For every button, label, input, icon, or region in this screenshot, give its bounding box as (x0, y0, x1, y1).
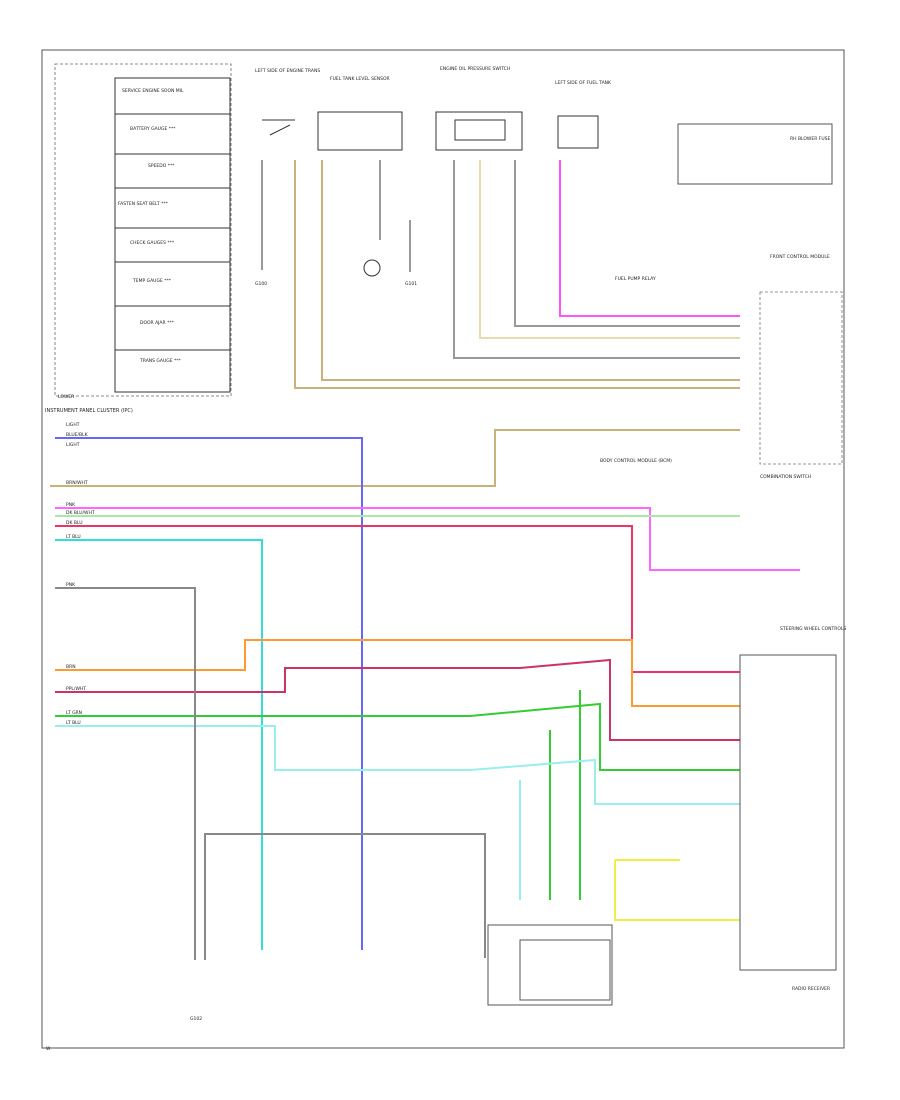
indicator-box (114, 113, 231, 155)
indicator-box (114, 187, 231, 229)
pin-label: PPL/WHT (66, 686, 86, 692)
pin-label: PNK (66, 582, 76, 588)
steering-controls-label: STEERING WHEEL CONTROLS (780, 626, 846, 632)
sensor-symbol (363, 259, 381, 277)
ground-label: G100 (255, 281, 267, 287)
pin-label: LT BLU (66, 534, 81, 540)
component-label: FUEL TANK LEVEL SENSOR (330, 76, 390, 82)
cluster-title: INSTRUMENT PANEL CLUSTER (IPC) (45, 408, 133, 414)
indicator-box (114, 227, 231, 263)
pin-label: BRN (66, 664, 76, 670)
module-label: FRONT CONTROL MODULE (770, 254, 830, 260)
radio-receiver-box (739, 654, 837, 971)
ground-label: G102 (190, 1016, 202, 1022)
bcm-label: BODY CONTROL MODULE (BCM) (600, 458, 672, 464)
component-label: ENGINE OIL PRESSURE SWITCH (440, 66, 510, 72)
ground-label: G101 (405, 281, 417, 287)
wire-crimson (55, 658, 740, 741)
pin-label: DK BLU/WHT (66, 510, 95, 516)
cluster-corner-label: LOWER (58, 394, 74, 400)
wire-red (55, 525, 740, 673)
fuse-block (677, 123, 833, 185)
component-box (317, 111, 403, 151)
diagram-frame (41, 49, 845, 1049)
pin-label: PNK (66, 502, 76, 508)
wire-tan (321, 160, 740, 381)
pin-label: BRN/WHT (66, 480, 88, 486)
indicator-label: TRANS GAUGE *** (139, 358, 182, 364)
module-connector (759, 291, 843, 465)
wire-yellow-pale (479, 160, 740, 339)
wire-gray-lower (55, 587, 486, 960)
steering-control-box (487, 924, 613, 1006)
wire-blue (55, 437, 363, 950)
wire-yellow (614, 859, 740, 921)
indicator-label: CHECK GAUGES *** (130, 240, 175, 246)
pin-label: LIGHT (66, 422, 80, 428)
component-label: LEFT SIDE OF FUEL TANK (555, 80, 612, 86)
cluster-indicator-list: SERVICE ENGINE SOON MIL BATTERY GAUGE **… (114, 77, 231, 393)
radio-receiver-label: RADIO RECEIVER (792, 986, 830, 992)
combo-switch-label: COMBINATION SWITCH (760, 474, 811, 480)
indicator-label: SERVICE ENGINE SOON MIL (122, 88, 184, 94)
indicator-box (114, 153, 231, 189)
wire-tan-long (50, 429, 740, 487)
pin-label: LT BLU (66, 720, 81, 726)
component-box (454, 119, 506, 141)
wire-tan (294, 160, 740, 389)
cluster-enclosure (54, 63, 232, 397)
indicator-box (114, 77, 231, 115)
wire-gray (453, 240, 740, 359)
pin-label: BLUE/BLK (66, 432, 89, 438)
indicator-label: SPEEDO *** (148, 163, 175, 169)
top-component-group: LEFT SIDE OF ENGINE TRANS FUEL TANK LEVE… (255, 66, 612, 151)
wire-cyan (55, 539, 263, 950)
indicator-label: DOOR AJAR *** (140, 320, 175, 326)
indicator-box (114, 305, 231, 351)
fuse-label: RH BLOWER FUSE (790, 136, 831, 142)
ground-wire (261, 160, 455, 272)
wire-pink-long (55, 507, 800, 571)
component-box (557, 115, 599, 149)
steering-control-box (519, 939, 611, 1001)
indicator-box (114, 261, 231, 307)
indicator-box (114, 349, 231, 393)
pin-label: DK BLU (66, 520, 83, 526)
wire-pink (559, 160, 740, 317)
pin-label: LT GRN (66, 710, 82, 716)
wire-orange (55, 639, 740, 707)
relay-label: FUEL PUMP RELAY (615, 276, 656, 282)
indicator-label: TEMP GAUGE *** (132, 278, 172, 284)
wire-green (55, 702, 740, 771)
indicator-label: FASTEN SEAT BELT *** (118, 201, 169, 207)
pin-label: LIGHT (66, 442, 80, 448)
page-corner-mark: W (46, 1046, 51, 1052)
switch-symbol (262, 119, 295, 136)
indicator-label: BATTERY GAUGE *** (130, 126, 176, 132)
component-label: LEFT SIDE OF ENGINE TRANS (255, 68, 320, 74)
wire-gray (514, 160, 740, 327)
wire-lightcyan (55, 725, 740, 805)
